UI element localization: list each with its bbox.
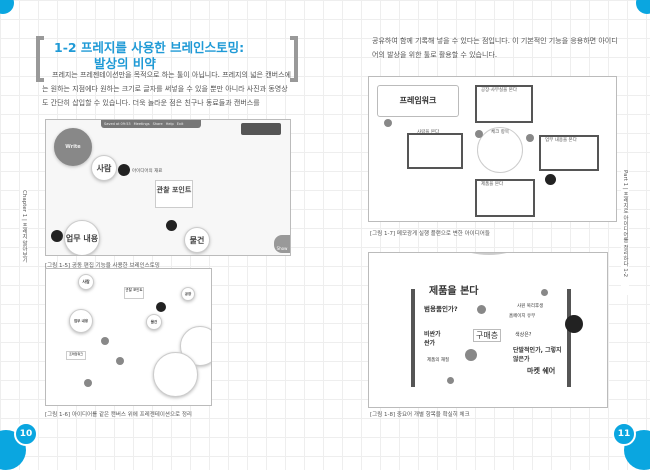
avatar-icon xyxy=(116,357,124,365)
node-work[interactable]: 업무 내용 xyxy=(69,309,93,333)
body-paragraph: 프레지는 프레젠테이션만을 목적으로 하는 툴이 아닙니다. 프레지의 넓은 캔… xyxy=(42,71,291,107)
section-title-line1: 1-2 프레지를 사용한 브레인스토밍: xyxy=(54,40,245,55)
figure-1-5-caption: [그림 1-5] 공동 편집 기능을 사용한 브레인스토밍 xyxy=(45,263,160,269)
item: 홈페이지 유무 xyxy=(509,314,536,319)
avatar-icon xyxy=(384,119,392,127)
node-factory: 공장·사무실을 본다 xyxy=(481,88,517,93)
figure-1-7-caption: [그림 1-7] 메모광게 실행 플랜으로 변한 아이디어들 xyxy=(370,231,490,237)
corner-decoration xyxy=(0,0,14,14)
saved-status: Saved at 09:53 xyxy=(104,122,131,126)
item: 구매층 xyxy=(473,329,502,342)
avatar-icon xyxy=(465,349,477,361)
node-thing[interactable]: 물건 xyxy=(184,227,210,253)
show-button[interactable]: Show xyxy=(274,235,290,253)
node-framework[interactable]: 프레임워크 xyxy=(377,85,459,117)
node-idea: 아이디어의 재료 xyxy=(132,169,163,174)
large-bubble xyxy=(153,352,198,397)
bracket-right xyxy=(290,36,298,82)
avatar-icon xyxy=(475,130,483,138)
node-person[interactable]: 사람 xyxy=(78,274,94,290)
group-product xyxy=(475,179,535,217)
figure-1-7: 프레임워크 공장·사무실을 본다 사람을 본다 체크 항목 업무 내용을 본다 … xyxy=(368,76,617,222)
group-person xyxy=(407,133,463,169)
exit-button[interactable]: Exit xyxy=(176,122,184,126)
item: 제품의 재질 xyxy=(427,358,450,363)
item: 범용품인가? xyxy=(424,305,458,313)
section-title-line2: 발상의 비약 xyxy=(94,56,156,71)
figure-1-8-caption: [그림 1-8] 중요어 개별 항목을 확실히 체크 xyxy=(370,412,470,418)
node-check: 체크 항목 xyxy=(491,130,509,135)
node-thing[interactable]: 물건 xyxy=(146,314,162,330)
avatar-icon xyxy=(477,305,486,314)
item: 마켓 쉐어 xyxy=(527,367,556,375)
node-work: 업무 내용을 본다 xyxy=(545,138,577,143)
share-button[interactable]: Share xyxy=(152,122,163,126)
meetings-button[interactable]: Meetings xyxy=(133,122,150,126)
node-observe[interactable]: 관찰 포인트 xyxy=(155,180,193,208)
node-product: 제품을 본다 xyxy=(481,182,504,187)
node-work[interactable]: 업무 내용 xyxy=(64,220,100,255)
corner-decoration xyxy=(636,0,650,14)
figure-1-6: 사람 관찰 포인트 공장 업무 내용 물건 프레임워크 xyxy=(45,268,212,406)
arc-decoration xyxy=(439,253,539,255)
node-person[interactable]: 사람 xyxy=(91,155,117,181)
page-number-left: 10 xyxy=(14,422,38,446)
heading: 제품을 본다 xyxy=(427,282,481,297)
part-side-tab: Part 1 | 프레지로 아이디어를 정리하다 1-2 xyxy=(621,170,629,295)
help-button[interactable]: Help xyxy=(165,122,174,126)
figure-1-8: 제품을 본다 범용품인가? 비싼가 싼가 구매층 제품의 재질 사원 복리후생 … xyxy=(368,252,608,408)
ninja-avatar-icon xyxy=(166,220,177,231)
ninja-avatar-icon xyxy=(51,230,63,242)
item: 색상은? xyxy=(515,332,532,338)
body-paragraph: 공유하여 함께 기록해 넣을 수 있다는 점입니다. 이 기본적인 기능을 응용… xyxy=(372,37,618,59)
figure-1-6-caption: [그림 1-6] 아이디어를 같은 캔버스 위에 프레젠테이션으로 정리 xyxy=(45,412,192,418)
group-work xyxy=(539,135,599,171)
item: 단발적인가, 그렇지 않은가 xyxy=(513,347,562,363)
bracket-left xyxy=(36,36,44,82)
node-person: 사람을 본다 xyxy=(417,130,440,135)
ninja-avatar-icon xyxy=(565,315,583,333)
figure-1-5: Saved at 09:53 Meetings Share Help Exit … xyxy=(45,119,291,256)
node-observe[interactable]: 관찰 포인트 xyxy=(124,287,144,299)
item: 사원 복리후생 xyxy=(517,304,544,309)
item: 비싼가 싼가 xyxy=(424,331,441,347)
avatar-icon xyxy=(84,379,92,387)
zoom-widget xyxy=(241,123,281,135)
node-place[interactable]: 공장 xyxy=(181,287,195,301)
section-title: 1-2 프레지를 사용한 브레인스토밍:발상의 비약 xyxy=(36,36,298,84)
avatar-icon xyxy=(447,377,454,384)
ninja-avatar-icon xyxy=(545,174,556,185)
page-number-right: 11 xyxy=(612,422,636,446)
chapter-side-tab: Chapter 1 | 프레지 알아보기 xyxy=(20,190,28,265)
prezi-toolbar: Saved at 09:53 Meetings Share Help Exit xyxy=(101,120,201,128)
write-bubble-menu[interactable]: Write xyxy=(54,128,92,166)
ninja-avatar-icon xyxy=(156,302,166,312)
avatar-icon xyxy=(541,289,548,296)
node-framework[interactable]: 프레임워크 xyxy=(66,351,86,360)
group-factory xyxy=(475,85,533,123)
avatar-icon xyxy=(101,337,109,345)
avatar-icon xyxy=(526,134,534,142)
bracket-frame xyxy=(411,289,571,387)
ninja-avatar-icon xyxy=(118,164,130,176)
center-cycle xyxy=(477,127,523,173)
